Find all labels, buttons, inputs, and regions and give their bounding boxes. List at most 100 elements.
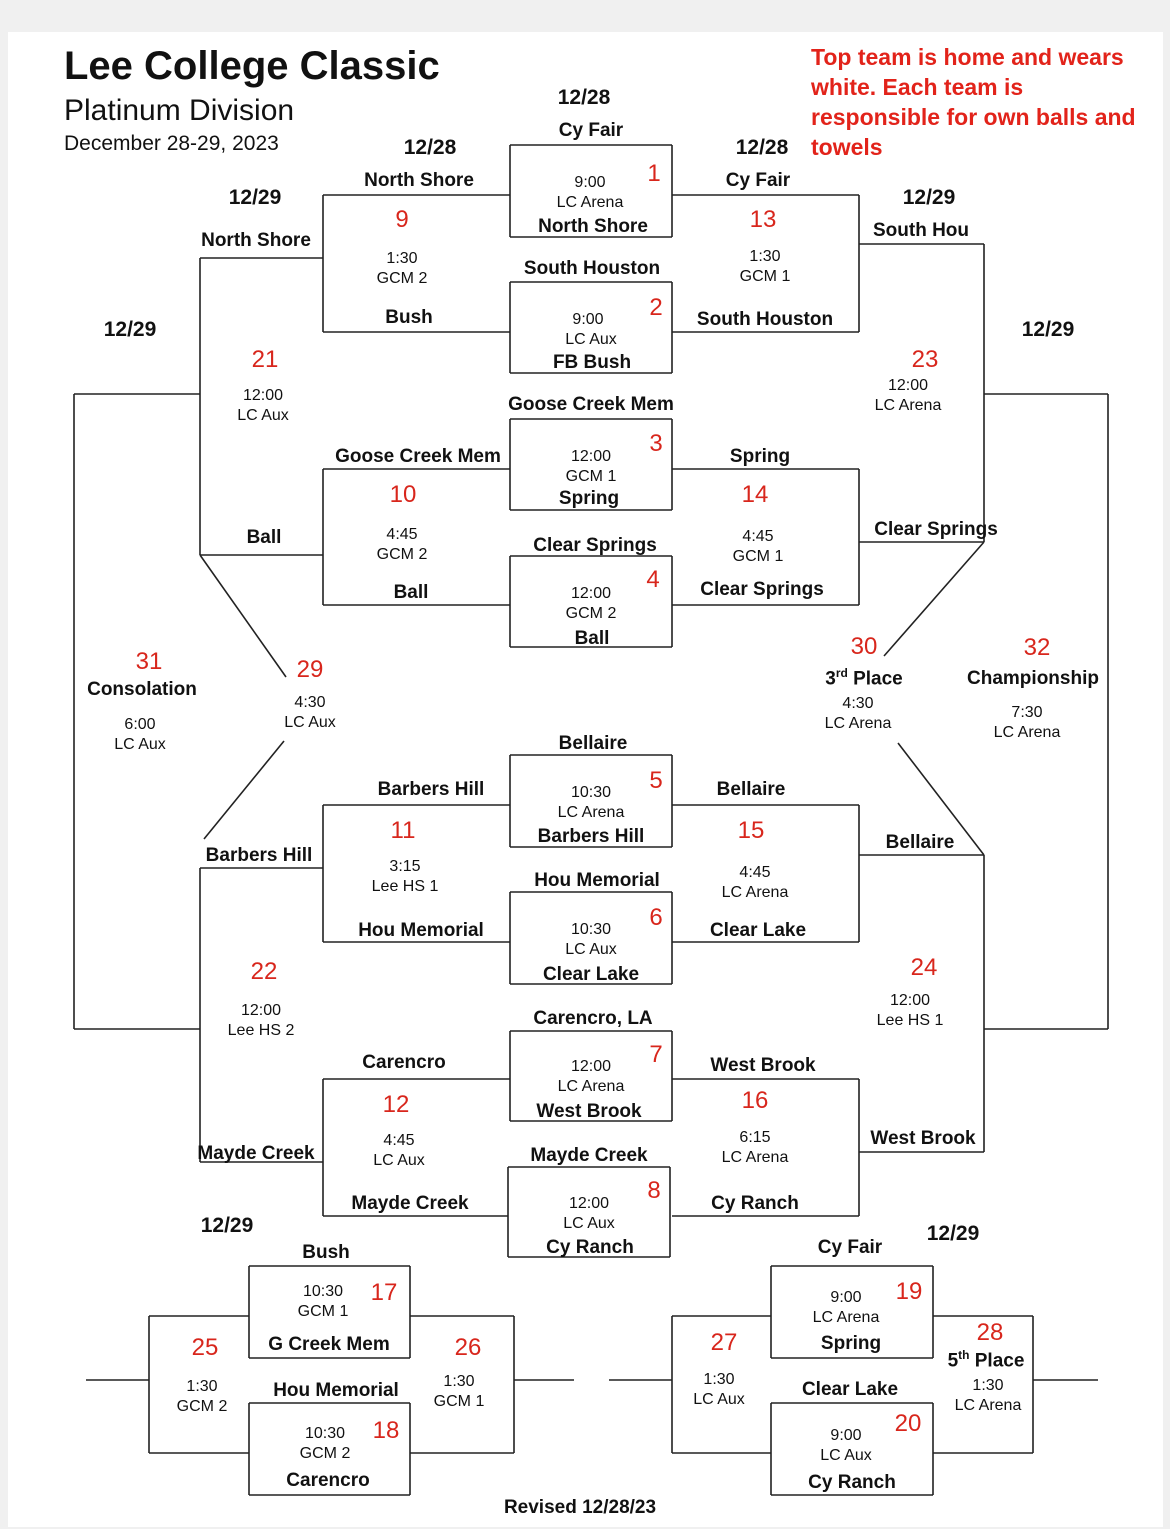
game-32-time: 7:30 bbox=[1011, 704, 1043, 721]
game-9-number: 9 bbox=[395, 206, 409, 233]
game-27-time: 1:30 bbox=[703, 1371, 735, 1388]
game-15-time: 4:45 bbox=[739, 864, 771, 881]
game-10-top-team: Goose Creek Mem bbox=[335, 446, 501, 467]
game-2-number: 2 bbox=[649, 294, 663, 321]
game-1-bottom-team: North Shore bbox=[538, 216, 648, 237]
game-25-venue: GCM 2 bbox=[176, 1398, 228, 1415]
game-4-venue: GCM 2 bbox=[565, 605, 617, 622]
game-29-number: 29 bbox=[296, 656, 324, 683]
game-18-number: 18 bbox=[372, 1417, 400, 1444]
game-19-time: 9:00 bbox=[830, 1289, 862, 1306]
game-19-top-team: Cy Fair bbox=[817, 1237, 883, 1258]
game-10-bottom-team: Ball bbox=[393, 582, 429, 603]
game-20-venue: LC Aux bbox=[820, 1447, 872, 1464]
game-5-time: 10:30 bbox=[570, 784, 612, 801]
game-2-time: 9:00 bbox=[572, 311, 604, 328]
game-14-time: 4:45 bbox=[742, 528, 774, 545]
game-11-time: 3:15 bbox=[389, 858, 421, 875]
bracket-line bbox=[883, 541, 985, 657]
game-6-time: 10:30 bbox=[570, 921, 612, 938]
page-title: Lee College Classic bbox=[64, 44, 440, 88]
game-24-bottom-team: West Brook bbox=[870, 1128, 976, 1149]
date-label-first-round: 12/28 bbox=[557, 86, 611, 109]
game-21-number: 21 bbox=[251, 346, 279, 373]
game-8-number: 8 bbox=[647, 1177, 661, 1204]
game-32-venue: LC Arena bbox=[993, 724, 1061, 741]
game-4-time: 12:00 bbox=[570, 585, 612, 602]
bracket-line bbox=[897, 742, 985, 856]
game-13-bottom-team: South Houston bbox=[696, 309, 834, 330]
game-16-bottom-team: Cy Ranch bbox=[711, 1193, 799, 1214]
game-9-time: 1:30 bbox=[386, 250, 418, 267]
game-31-venue: LC Aux bbox=[114, 736, 166, 753]
game-1-top-team: Cy Fair bbox=[558, 120, 624, 141]
game-20-top-team: Clear Lake bbox=[801, 1379, 899, 1400]
date-label-left-semi: 12/29 bbox=[228, 186, 282, 209]
game-17-number: 17 bbox=[370, 1279, 398, 1306]
game-12-number: 12 bbox=[382, 1091, 410, 1118]
game-9-venue: GCM 2 bbox=[376, 270, 428, 287]
game-24-top-team: Bellaire bbox=[885, 832, 955, 853]
game-6-number: 6 bbox=[649, 904, 663, 931]
game-27-venue: LC Aux bbox=[693, 1391, 745, 1408]
game-7-top-team: Carencro, LA bbox=[533, 1008, 653, 1029]
game-28-number: 28 bbox=[976, 1319, 1004, 1346]
game-14-venue: GCM 1 bbox=[732, 548, 784, 565]
game-17-venue: GCM 1 bbox=[297, 1303, 349, 1320]
game-23-bottom-team: Clear Springs bbox=[874, 519, 998, 540]
game-20-number: 20 bbox=[894, 1410, 922, 1437]
championship-label: Championship bbox=[967, 668, 1099, 689]
game-21-time: 12:00 bbox=[242, 387, 284, 404]
game-12-time: 4:45 bbox=[383, 1132, 415, 1149]
game-3-number: 3 bbox=[649, 430, 663, 457]
game-14-bottom-team: Clear Springs bbox=[700, 579, 824, 600]
game-28-venue: LC Arena bbox=[954, 1397, 1022, 1414]
game-1-number: 1 bbox=[647, 160, 661, 187]
bracket-line bbox=[199, 554, 287, 678]
event-dates: December 28-29, 2023 bbox=[64, 132, 279, 155]
game-21-bottom-team: Ball bbox=[246, 527, 282, 548]
game-7-number: 7 bbox=[649, 1041, 663, 1068]
game-9-bottom-team: Bush bbox=[385, 307, 433, 328]
game-10-number: 10 bbox=[389, 481, 417, 508]
date-label-left-quarter: 12/28 bbox=[403, 136, 457, 159]
game-32-number: 32 bbox=[1023, 634, 1051, 661]
game-11-top-team: Barbers Hill bbox=[377, 779, 485, 800]
game-10-venue: GCM 2 bbox=[376, 546, 428, 563]
game-28-time: 1:30 bbox=[972, 1377, 1004, 1394]
bracket-lines bbox=[73, 144, 1109, 1496]
game-19-venue: LC Arena bbox=[812, 1309, 880, 1326]
date-label-right-consolation: 12/29 bbox=[926, 1222, 980, 1245]
game-17-time: 10:30 bbox=[302, 1283, 344, 1300]
game-8-venue: LC Aux bbox=[563, 1215, 615, 1232]
game-7-venue: LC Arena bbox=[557, 1078, 625, 1095]
date-label-left-final: 12/29 bbox=[103, 318, 157, 341]
game-5-venue: LC Arena bbox=[557, 804, 625, 821]
game-2-top-team: South Houston bbox=[523, 258, 661, 279]
game-3-time: 12:00 bbox=[570, 448, 612, 465]
game-12-venue: LC Aux bbox=[373, 1152, 425, 1169]
game-29-venue: LC Aux bbox=[284, 714, 336, 731]
game-16-time: 6:15 bbox=[739, 1129, 771, 1146]
game-1-time: 9:00 bbox=[574, 174, 606, 191]
game-22-venue: Lee HS 2 bbox=[227, 1022, 295, 1039]
game-6-venue: LC Aux bbox=[565, 941, 617, 958]
game-11-number: 11 bbox=[390, 817, 416, 844]
game-21-top-team: North Shore bbox=[201, 230, 311, 251]
game-8-bottom-team: Cy Ranch bbox=[546, 1237, 634, 1258]
game-24-number: 24 bbox=[910, 954, 938, 981]
game-4-top-team: Clear Springs bbox=[533, 535, 657, 556]
game-13-venue: GCM 1 bbox=[739, 268, 791, 285]
game-26-venue: GCM 1 bbox=[433, 1393, 485, 1410]
revised-date: Revised 12/28/23 bbox=[503, 1497, 657, 1518]
game-18-bottom-team: Carencro bbox=[286, 1470, 370, 1491]
game-26-time: 1:30 bbox=[443, 1373, 475, 1390]
game-21-venue: LC Aux bbox=[237, 407, 289, 424]
game-1-venue: LC Arena bbox=[556, 194, 624, 211]
game-3-top-team: Goose Creek Mem bbox=[508, 394, 674, 415]
game-11-venue: Lee HS 1 bbox=[371, 878, 439, 895]
game-12-top-team: Carencro bbox=[362, 1052, 446, 1073]
game-9-top-team: North Shore bbox=[364, 170, 474, 191]
game-3-venue: GCM 1 bbox=[565, 468, 617, 485]
game-16-venue: LC Arena bbox=[721, 1149, 789, 1166]
